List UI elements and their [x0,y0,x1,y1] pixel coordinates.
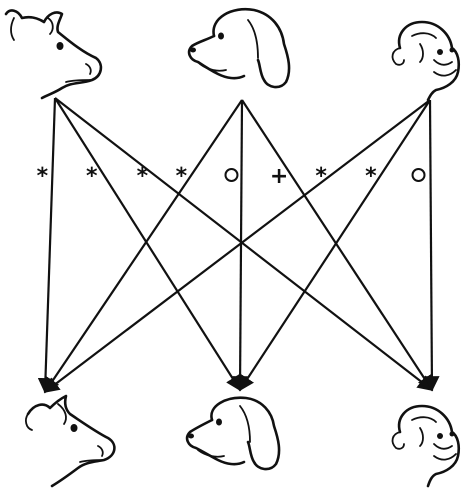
arrow-monkey-to-monkey [430,100,432,390]
arrow-cow-to-dog [55,98,240,390]
edge-mark-dog-to-monkey: + [270,164,288,189]
edge-mark-cow-to-dog: * [86,164,98,189]
edge-mark-dog-to-cow: * [176,164,188,189]
cow-head-icon [6,11,101,98]
edge-mark-dog-to-dog [225,169,237,181]
edge-mark-monkey-to-dog: * [365,164,377,189]
source-dog-head [189,9,289,87]
arrow-cow-to-cow [45,98,55,392]
target-cow-head [26,396,114,486]
source-monkey-head [393,22,459,100]
edge-mark-cow-to-cow: * [37,164,49,189]
dog-head-icon [187,398,279,469]
arrow-dog-to-monkey [242,100,432,390]
arrow-monkey-to-dog [240,100,430,390]
target-dog-head [187,398,279,469]
edges-layer [45,98,432,392]
edge-mark-monkey-to-monkey [413,169,425,181]
dog-head-icon [189,9,289,87]
source-cow-head [6,11,101,98]
monkey-head-icon [393,22,459,100]
marks-layer: * * * * + * * [37,164,425,189]
cow-head-icon [26,396,114,486]
edge-mark-monkey-to-cow: * [315,164,327,189]
edge-mark-cow-to-monkey: * [137,164,149,189]
target-monkey-head [393,406,459,486]
monkey-head-icon [393,406,459,486]
arrow-monkey-to-cow [45,100,430,392]
